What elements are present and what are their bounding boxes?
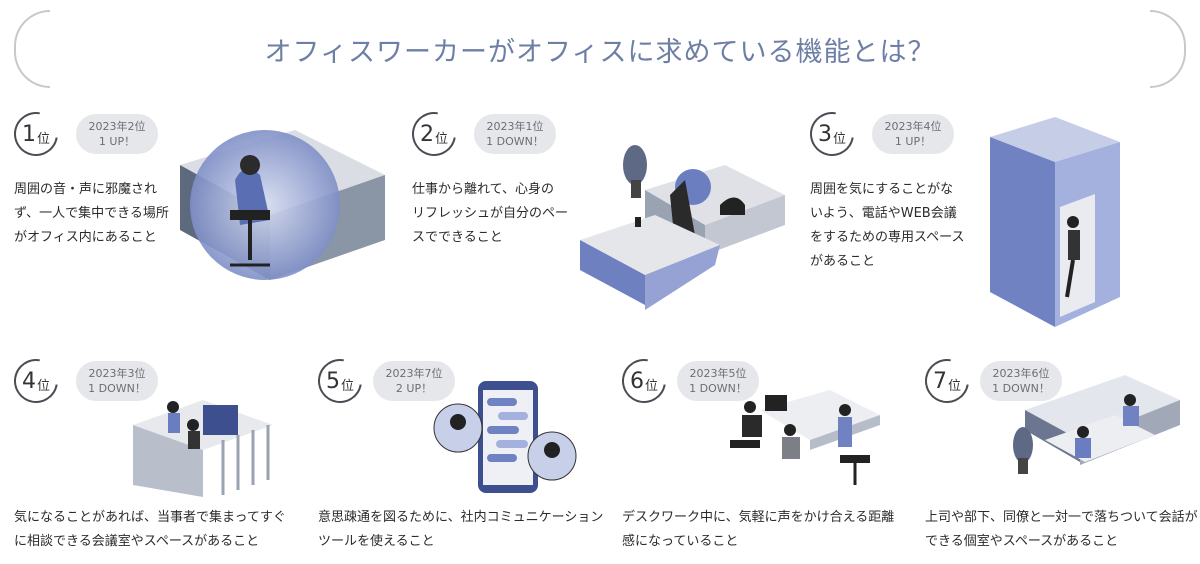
chat-tool-illustration bbox=[433, 381, 577, 493]
page-title: オフィスワーカーがオフィスに求めている機能とは？ bbox=[264, 37, 936, 68]
phone-booth-illustration bbox=[990, 117, 1120, 327]
open-desk-illustration bbox=[730, 390, 880, 485]
rank-4-description: 気になることがあれば、当事者で集まってすぐに相談できる会議室やスペースがあること bbox=[14, 510, 286, 549]
rank-6-description: デスクワーク中に、気軽に声をかけ合える距離感になっていること bbox=[622, 510, 895, 549]
focus-booth-illustration bbox=[180, 130, 385, 280]
rank-2-description: 仕事から離れて、心身のリフレッシュが自分のペースでできること bbox=[412, 182, 569, 245]
rank-5-description: 意思疎通を図るために、社内コミュニケーションツールを使えること bbox=[318, 510, 604, 549]
rank-3-description: 周囲を気にすることがないよう、電話やWEB会議をするための専用スペースがあること bbox=[810, 182, 965, 269]
rank-1-description: 周囲の音・声に邪魔されず、一人で集中できる場所がオフィス内にあること bbox=[14, 182, 169, 245]
rank-7-description: 上司や部下、同僚と一対一で落ちついて会話ができる個室やスペースがあること bbox=[925, 510, 1198, 549]
private-room-illustration bbox=[1013, 375, 1180, 474]
meeting-room-illustration bbox=[133, 400, 273, 497]
lounge-sofa-illustration bbox=[580, 145, 785, 310]
